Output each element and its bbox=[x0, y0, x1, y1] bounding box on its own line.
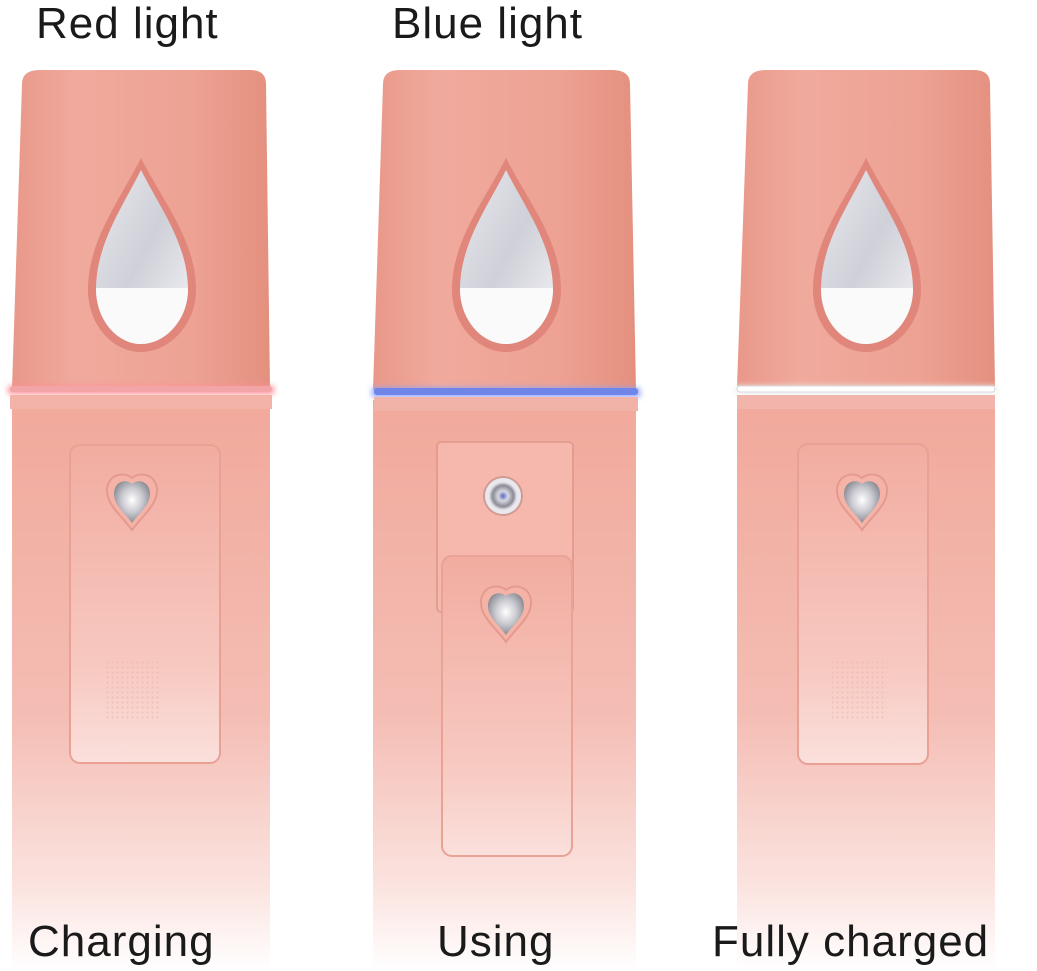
heart-gem-icon bbox=[114, 481, 150, 523]
charging-label: Charging bbox=[28, 917, 215, 966]
device-fully-charged bbox=[735, 70, 997, 971]
heart-gem-icon bbox=[844, 481, 880, 523]
red-light-label: Red light bbox=[36, 0, 219, 48]
blue-light-label: Blue light bbox=[392, 0, 584, 48]
fully-charged-label: Fully charged bbox=[712, 917, 990, 966]
using-label: Using bbox=[437, 917, 555, 966]
device-using bbox=[372, 70, 640, 971]
mist-nozzle-icon bbox=[489, 482, 517, 510]
device-charging bbox=[8, 70, 274, 971]
heart-gem-icon bbox=[488, 593, 524, 635]
